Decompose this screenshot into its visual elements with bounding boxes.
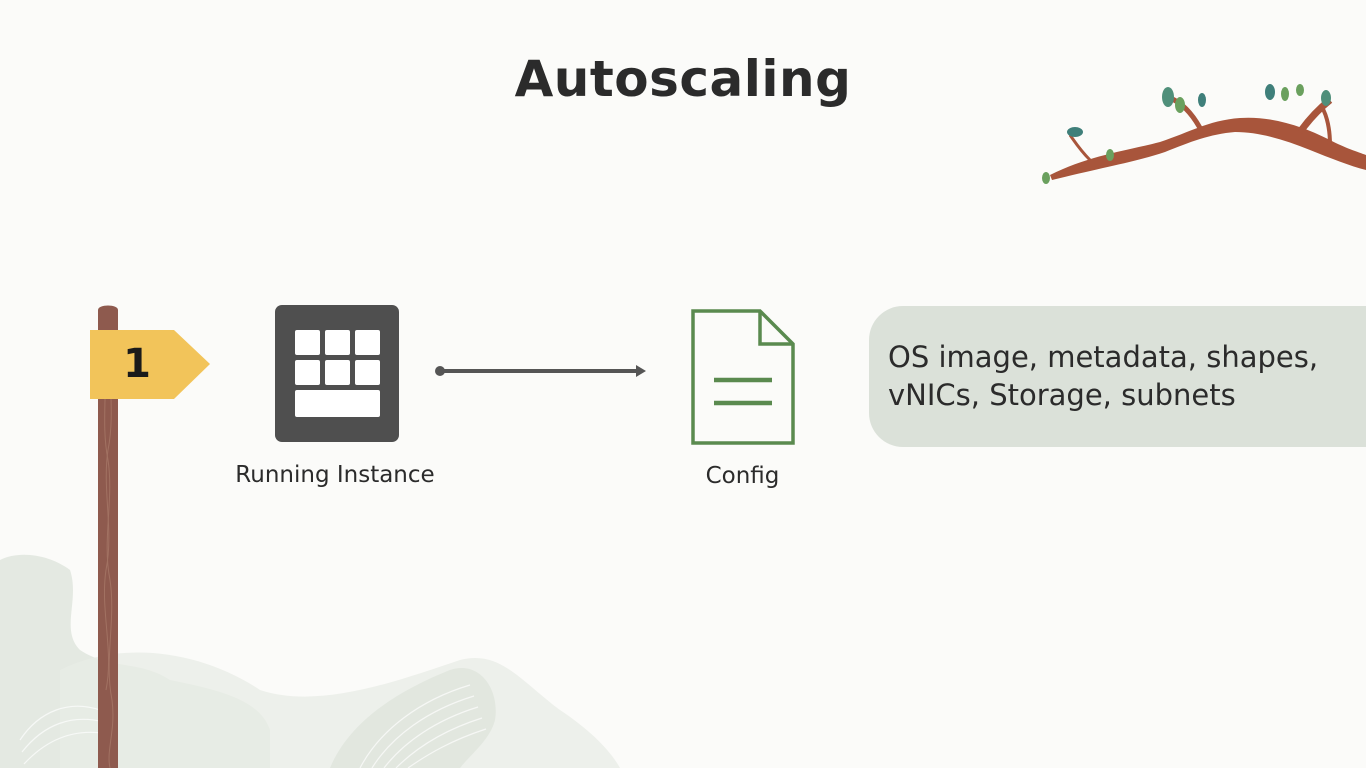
slide-title: Autoscaling (514, 50, 852, 108)
config-details-box: OS image, metadata, shapes, vNICs, Stora… (869, 306, 1366, 447)
arrow-connector (435, 365, 646, 377)
signpost-icon (90, 305, 210, 768)
tree-branch-decoration (1042, 84, 1366, 184)
background-hills-decoration (0, 554, 620, 768)
compute-instance-icon (275, 305, 399, 442)
document-icon (691, 309, 795, 445)
config-details-text: OS image, metadata, shapes, vNICs, Stora… (888, 340, 1319, 412)
config-label: Config (705, 463, 780, 489)
step-number: 1 (123, 341, 151, 387)
running-instance-label: Running Instance (235, 462, 435, 488)
